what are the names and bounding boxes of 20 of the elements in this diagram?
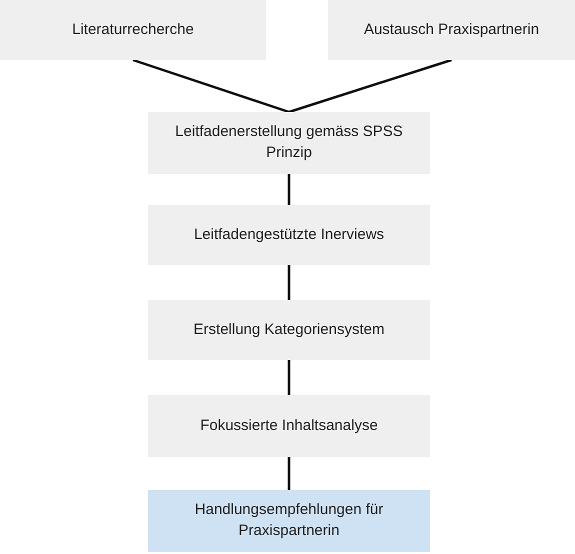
box-label: Fokussierte Inhaltsanalyse: [200, 416, 378, 436]
connector-line: [288, 265, 290, 300]
process-box: [328, 0, 575, 60]
process-box: [148, 300, 430, 360]
box-label: Leitfadengestützte Inerviews: [194, 224, 384, 245]
process-box: [148, 490, 430, 552]
connector-line: [288, 174, 290, 205]
process-box: [148, 395, 430, 457]
process-box: [148, 205, 430, 265]
process-box: [148, 112, 430, 174]
box-label: Erstellung Kategoriensystem: [194, 320, 384, 340]
connector-line: [288, 360, 290, 395]
box-label: Leitfadenerstellung gemäss SPSS Prinzip: [174, 122, 404, 163]
box-label: Handlungsempfehlungen für Praxispartnerin: [194, 500, 384, 541]
connector-line: [132, 58, 290, 114]
connector-line: [288, 58, 452, 114]
box-label: Literaturrecherche: [72, 20, 194, 40]
connector-line: [288, 457, 290, 490]
process-box: [0, 0, 266, 60]
box-label: Austausch Praxispartnerin: [364, 20, 540, 40]
